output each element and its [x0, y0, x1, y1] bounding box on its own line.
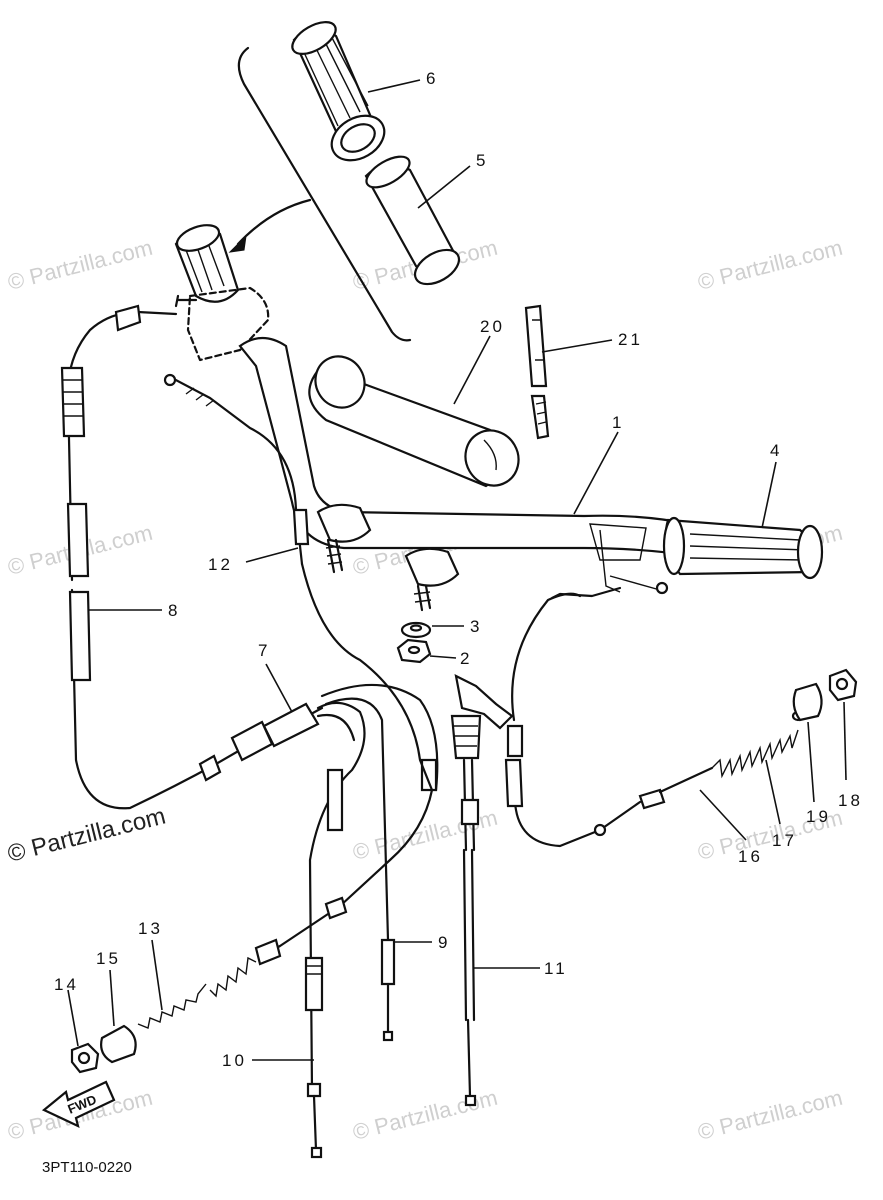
left-grip: [174, 224, 240, 303]
callout-10: 10: [222, 1051, 247, 1070]
watermark: © Partzilla.com: [350, 1085, 500, 1145]
grip-part-20: [308, 355, 520, 488]
cable-part-12: [163, 373, 434, 908]
cable-part-16: [504, 586, 666, 848]
callout-1: 1: [612, 413, 624, 432]
watermark: © Partzilla.com: [695, 1085, 845, 1145]
callout-9: 9: [438, 933, 450, 952]
callout-21: 21: [618, 330, 643, 349]
callout-13: 13: [138, 919, 163, 938]
cable-part-9: [380, 938, 396, 1042]
callout-8: 8: [168, 601, 180, 620]
callout-7: 7: [258, 641, 270, 660]
sleeve-part-5: [364, 155, 461, 286]
callout-2: 2: [460, 649, 472, 668]
cable-part-13: [137, 896, 348, 1029]
washer-part-3: [400, 621, 432, 639]
watermarks: © Partzilla.com © Partzilla.com © Partzi…: [5, 235, 845, 1145]
cable-part-7: [230, 683, 439, 1092]
callout-5: 5: [476, 151, 488, 170]
adjuster-part-15: [100, 1024, 137, 1064]
callout-16: 16: [738, 847, 763, 866]
cable-part-8: [60, 304, 324, 810]
diagram-code: 3PT110-0220: [42, 1159, 132, 1176]
nut-part-18: [828, 668, 858, 702]
watermark: © Partzilla.com: [695, 235, 845, 295]
callout-4: 4: [770, 441, 782, 460]
detail-callout-bracket: [228, 46, 412, 342]
handlebar-clamps: [316, 503, 460, 612]
callout-labels: 1 2 3 4 5 6 7 8 9 10 11 12 13 14 15 16 1…: [54, 69, 863, 1070]
watermark-bold: © Partzilla.com: [5, 803, 168, 868]
callout-3: 3: [470, 617, 482, 636]
callout-20: 20: [480, 317, 505, 336]
cable-part-11: [450, 592, 582, 1107]
callout-15: 15: [96, 949, 121, 968]
callout-18: 18: [838, 791, 863, 810]
nut-part-14: [70, 1042, 100, 1074]
callout-12: 12: [208, 555, 233, 574]
callout-6: 6: [426, 69, 438, 88]
callout-17: 17: [772, 831, 797, 850]
cable-part-10: [304, 956, 324, 1159]
adjuster-part-19: [792, 682, 823, 722]
leader-lines: [67, 79, 847, 1061]
watermark: © Partzilla.com: [5, 235, 155, 295]
callout-14: 14: [54, 975, 79, 994]
callout-19: 19: [806, 807, 831, 826]
callout-11: 11: [544, 959, 568, 978]
grip-part-6: [291, 21, 386, 162]
grip-part-4: [662, 516, 824, 580]
nut-part-2: [396, 638, 432, 664]
strap-part-21: [524, 304, 550, 440]
left-lever-housing: [174, 286, 270, 362]
spring-part-17: [658, 710, 805, 794]
